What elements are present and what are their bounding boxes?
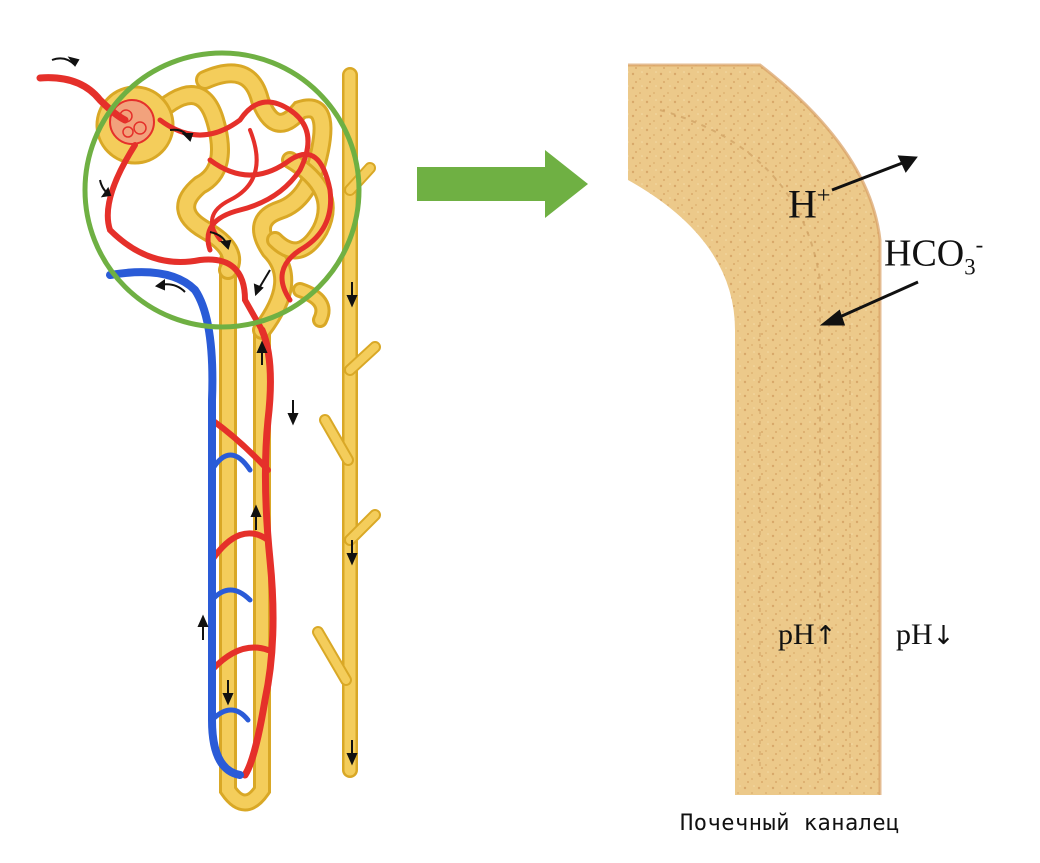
ph-decrease-label: pH↓ [896, 618, 955, 651]
hco3-ion-arrow [832, 280, 919, 322]
convoluted-tubules [140, 63, 335, 340]
tubule-closeup [628, 63, 882, 795]
bicarbonate-ion-label: HCO3- [884, 232, 984, 280]
ion-arrows [819, 155, 919, 326]
up-arrow-icon: ↑ [814, 621, 837, 651]
ph-increase-label: pH↑ [778, 618, 837, 651]
arterial-vessels [36, 74, 334, 779]
flow-arrows [51, 56, 358, 766]
glomerulus [95, 85, 175, 165]
figure-caption: Почечный каналец [680, 811, 900, 836]
loop-of-henle [219, 251, 271, 812]
h-ion-arrow [831, 160, 906, 192]
circle-highlight-icon [82, 50, 362, 330]
venous-vessels [106, 268, 253, 779]
right-arrow-icon [417, 150, 588, 218]
down-arrow-icon: ↓ [932, 621, 955, 651]
collecting-duct [312, 67, 381, 778]
h-ion-label: H+ [788, 181, 831, 227]
nephron [36, 50, 381, 812]
